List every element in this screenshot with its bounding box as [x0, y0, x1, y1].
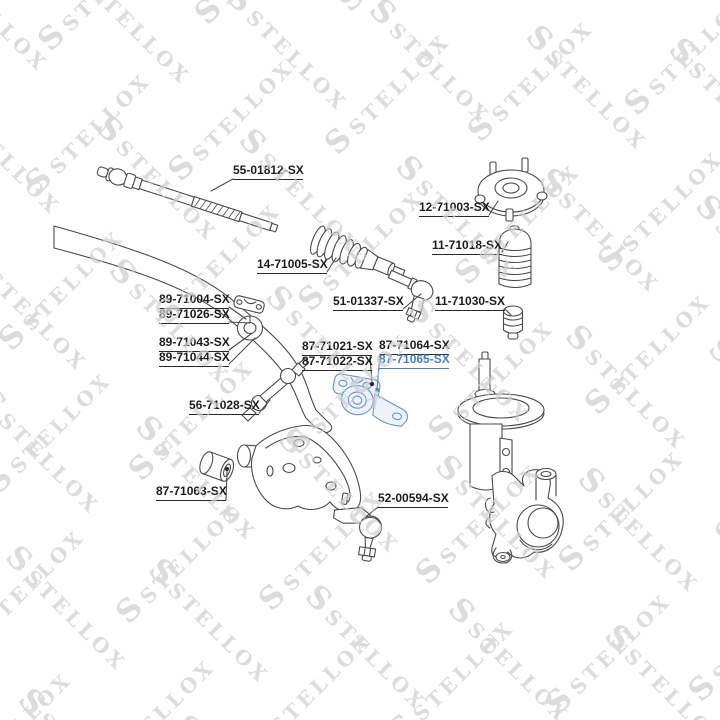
- part-label-56-71028-sx: 56-71028-SX: [189, 399, 260, 415]
- part-control-arm: [236, 424, 362, 513]
- part-label-51-01337-sx: 51-01337-SX: [333, 295, 404, 311]
- part-inner-tie-rod: [96, 166, 279, 233]
- part-ball-joint: [332, 492, 383, 562]
- part-label-52-00594-sx: 52-00594-SX: [378, 492, 449, 508]
- leader-89-71043: [228, 333, 252, 351]
- leader-12-71003: [488, 200, 499, 216]
- leader-87-71021: [369, 355, 373, 384]
- part-label-89-71004-sx: 89-71004-SX: [159, 293, 230, 309]
- part-label-14-71005-sx: 14-71005-SX: [257, 258, 328, 274]
- leader-89-71004: [228, 306, 247, 320]
- part-label-87-71064-sx: 87-71064-SX: [379, 339, 450, 355]
- part-strut-mount: [474, 157, 548, 222]
- part-label-89-71026-sx: 89-71026-SX: [159, 308, 230, 324]
- leader-56-71028: [258, 399, 271, 414]
- leader-lines: [210, 178, 512, 520]
- leader-52-00594: [362, 506, 379, 520]
- part-strut-and-knuckle: [457, 351, 564, 564]
- leader-89-71044: [228, 337, 256, 365]
- leader-dot-87-71021: [369, 381, 375, 387]
- part-stabilizer-bracket: [233, 295, 265, 314]
- leader-55-01812: [210, 178, 234, 192]
- leader-dot-87-71065: [374, 387, 380, 393]
- part-label-87-71021-sx: 87-71021-SX: [302, 340, 373, 356]
- leader-87-71065: [376, 354, 381, 390]
- leader-11-71030: [504, 308, 512, 316]
- leader-11-71018: [501, 241, 509, 253]
- leader-51-01337: [402, 293, 422, 310]
- part-bump-stop: [502, 305, 524, 340]
- part-label-87-71063-sx: 87-71063-SX: [156, 485, 227, 501]
- part-label-89-71044-sx: 89-71044-SX: [159, 351, 230, 367]
- part-label-55-01812-sx: 55-01812-SX: [233, 164, 304, 180]
- part-label-87-71065-sx: 87-71065-SX: [379, 353, 450, 369]
- leader-dot-87-71063: [225, 467, 229, 471]
- leader-14-71005: [326, 257, 337, 273]
- part-label-11-71030-sx: 11-71030-SX: [435, 295, 505, 311]
- part-stabilizer-bushing: [236, 315, 264, 341]
- part-tie-rod-end: [387, 269, 434, 323]
- part-label-89-71043-sx: 89-71043-SX: [159, 336, 230, 352]
- part-label-87-71022-sx: 87-71022-SX: [302, 355, 373, 371]
- part-label-12-71003-sx: 12-71003-SX: [419, 201, 490, 217]
- leader-89-71026: [228, 321, 251, 324]
- part-label-11-71018-sx: 11-71018-SX: [432, 239, 502, 255]
- leader-87-71063: [225, 470, 228, 501]
- part-stabilizer-link: [241, 358, 309, 422]
- part-control-arm-bushing-highlighted: [332, 373, 408, 427]
